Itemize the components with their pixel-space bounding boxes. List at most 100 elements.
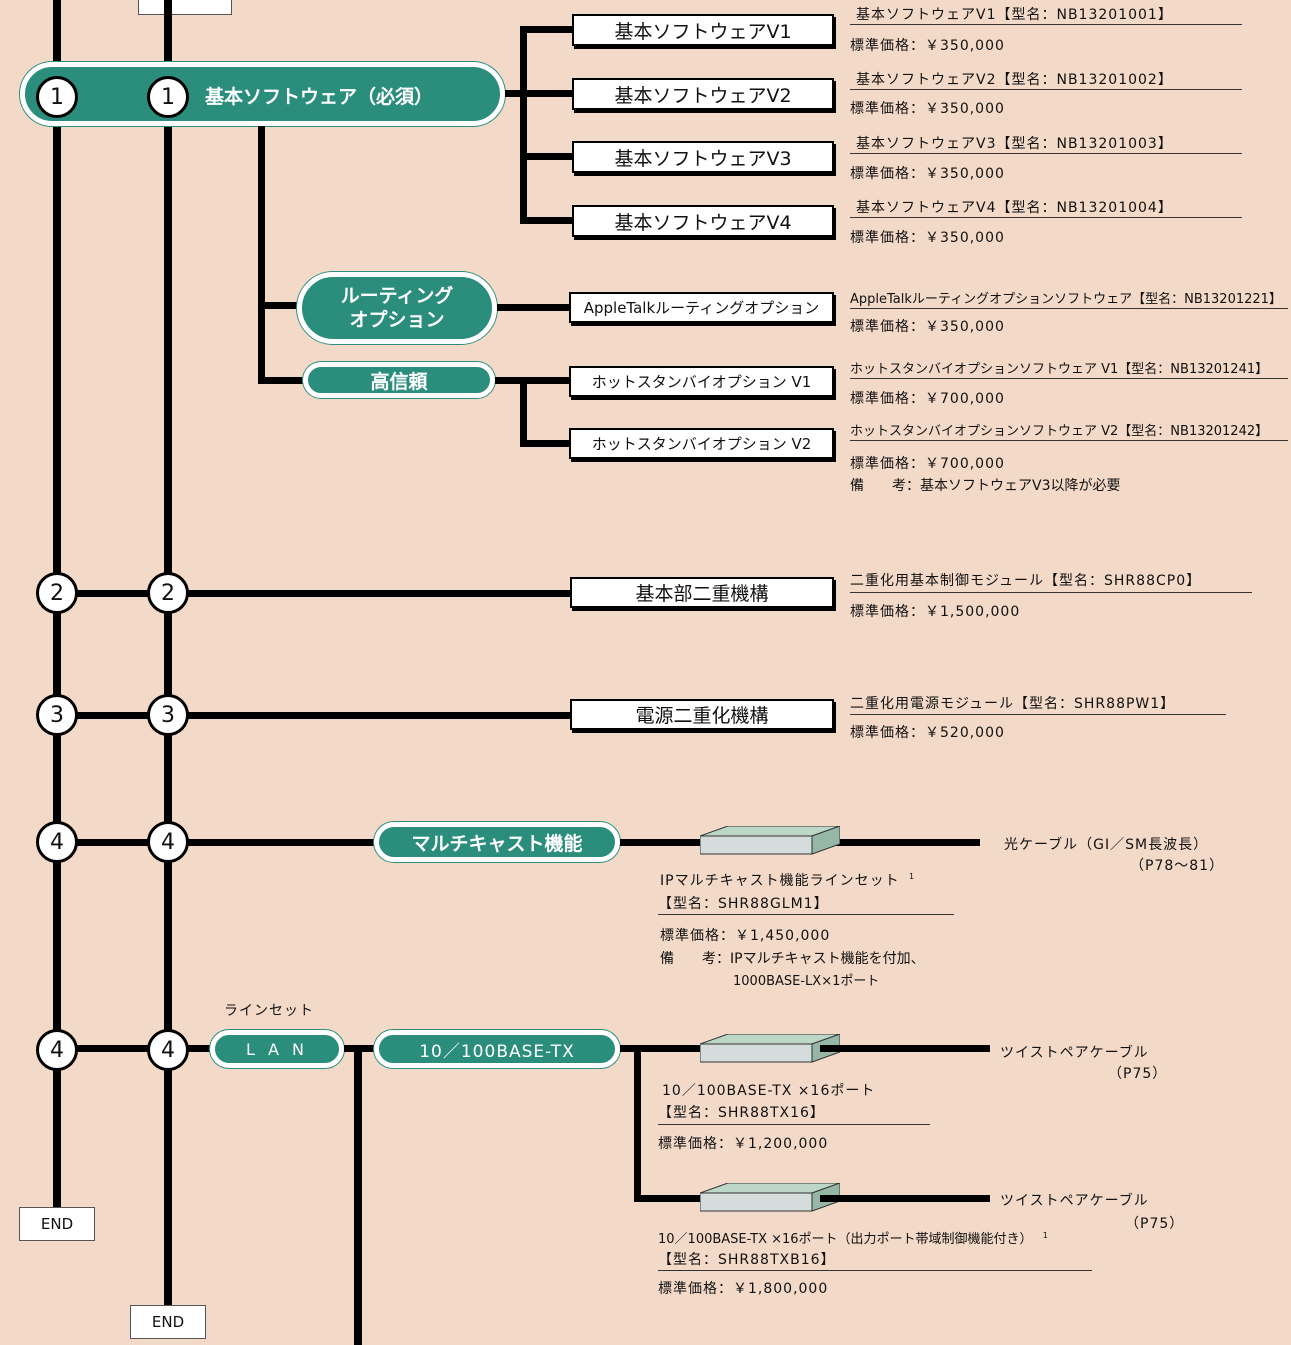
cable-twisted-2: ツイストペアケーブル xyxy=(1000,1193,1149,1209)
product-name-tx16: 10／100BASE-TX ×16ポート xyxy=(662,1083,876,1099)
connector xyxy=(520,90,572,97)
routing-option-pill: ルーティング オプション xyxy=(297,272,497,344)
line-card-module-icon xyxy=(700,826,840,855)
product-name-txb16: 10／100BASE-TX ×16ポート（出力ポート帯域制御機能付き） 1 xyxy=(658,1228,1048,1247)
product-model-tx16: 【型名：SHR88TX16】 xyxy=(658,1105,825,1121)
product-price-v4: 標準価格：￥350,000 xyxy=(850,230,1005,246)
connector xyxy=(820,839,980,846)
product-price-v2: 標準価格：￥350,000 xyxy=(850,101,1005,117)
box-duplex-base: 基本部二重機構 xyxy=(570,577,834,608)
circle-2-right: 2 xyxy=(147,572,189,614)
product-price-txb16: 標準価格：￥1,800,000 xyxy=(658,1281,829,1297)
product-name-multicast: IPマルチキャスト機能ラインセット 1 xyxy=(660,870,915,890)
connector xyxy=(520,153,572,160)
connector xyxy=(497,304,569,311)
product-price-v1: 標準価格：￥350,000 xyxy=(850,38,1005,54)
box-duplex-power: 電源二重化機構 xyxy=(570,699,834,730)
product-price-multicast: 標準価格：￥1,450,000 xyxy=(660,928,831,944)
cable-optical: 光ケーブル（GI／SM長波長） xyxy=(1004,837,1209,853)
product-name-v2: 基本ソフトウェアV2【型名：NB13201002】 xyxy=(856,72,1173,88)
cable-twisted-1: ツイストペアケーブル xyxy=(1000,1045,1149,1061)
product-note-multicast: 備 考：IPマルチキャスト機能を付加、 xyxy=(660,951,925,967)
product-note-hot-v2: 備 考：基本ソフトウェアV3以降が必要 xyxy=(850,478,1121,494)
product-price-tx16: 標準価格：￥1,200,000 xyxy=(658,1136,829,1152)
product-name-v1: 基本ソフトウェアV1【型名：NB13201001】 xyxy=(856,7,1173,23)
product-model-multicast: 【型名：SHR88GLM1】 xyxy=(658,896,829,912)
line-card-module-icon xyxy=(700,1034,840,1063)
product-name-hot-v1: ホットスタンバイオプションソフトウェア V1【型名：NB13201241】 xyxy=(850,362,1269,377)
underline xyxy=(658,1270,1092,1271)
box-appletalk: AppleTalkルーティングオプション xyxy=(569,292,834,323)
end-box-right: END xyxy=(130,1305,206,1339)
product-price-duplex-power: 標準価格：￥520,000 xyxy=(850,725,1005,741)
connector xyxy=(634,1045,641,1202)
device-fragment xyxy=(138,0,232,15)
circle-4b-right: 4 xyxy=(147,1029,189,1071)
line-set-label: ラインセット xyxy=(224,1003,314,1019)
trunk-line-right xyxy=(164,0,172,1305)
underline xyxy=(658,1124,930,1125)
connector xyxy=(344,1045,380,1052)
underline xyxy=(850,217,1242,218)
circle-1-left: 1 xyxy=(36,76,78,118)
product-name-v3: 基本ソフトウェアV3【型名：NB13201003】 xyxy=(856,136,1173,152)
product-price-hot-v2: 標準価格：￥700,000 xyxy=(850,456,1005,472)
connector xyxy=(520,217,572,224)
footnote-marker: 1 xyxy=(1042,1230,1048,1240)
txb16-name-text: 10／100BASE-TX ×16ポート（出力ポート帯域制御機能付き） xyxy=(658,1232,1033,1247)
circle-3-left: 3 xyxy=(36,694,78,736)
box-software-v1: 基本ソフトウェアV1 xyxy=(572,14,834,46)
connector xyxy=(60,1045,220,1052)
connector xyxy=(60,839,380,846)
lan-trunk-line xyxy=(354,1045,362,1345)
underline xyxy=(850,24,1242,25)
connector xyxy=(505,90,525,97)
connector xyxy=(60,590,570,597)
tx-pill: 10／100BASE-TX xyxy=(374,1030,620,1068)
connector xyxy=(520,26,527,224)
product-name-appletalk: AppleTalkルーティングオプションソフトウェア【型名：NB13201221… xyxy=(850,292,1282,307)
underline xyxy=(850,714,1226,715)
connector xyxy=(820,1195,990,1202)
footnote-marker: 1 xyxy=(909,872,916,882)
product-price-v3: 標準価格：￥350,000 xyxy=(850,166,1005,182)
connector xyxy=(495,377,570,384)
underline xyxy=(850,592,1252,593)
connector xyxy=(620,839,715,846)
circle-2-left: 2 xyxy=(36,572,78,614)
product-name-hot-v2: ホットスタンバイオプションソフトウェア V2【型名：NB13201242】 xyxy=(850,424,1269,439)
circle-1-right: 1 xyxy=(147,76,189,118)
underline xyxy=(850,89,1242,90)
box-software-v4: 基本ソフトウェアV4 xyxy=(572,205,834,237)
connector xyxy=(60,712,570,719)
product-name-v4: 基本ソフトウェアV4【型名：NB13201004】 xyxy=(856,200,1173,216)
underline xyxy=(658,914,954,915)
routing-label-line2: オプション xyxy=(349,309,445,331)
connector xyxy=(620,1045,715,1052)
circle-4-right: 4 xyxy=(147,821,189,863)
underline xyxy=(850,153,1242,154)
box-hot-standby-v1: ホットスタンバイオプション V1 xyxy=(569,366,834,397)
connector xyxy=(520,440,570,447)
underline xyxy=(850,440,1288,441)
connector xyxy=(258,302,303,309)
underline xyxy=(850,378,1288,379)
basic-software-band xyxy=(20,62,505,126)
cable-twisted-2-ref: （P75） xyxy=(1125,1216,1185,1232)
box-software-v3: 基本ソフトウェアV3 xyxy=(572,141,834,173)
box-hot-standby-v2: ホットスタンバイオプション V2 xyxy=(569,428,834,459)
connector xyxy=(520,377,527,447)
lan-pill: L A N xyxy=(210,1030,344,1068)
multicast-name-text: IPマルチキャスト機能ラインセット xyxy=(660,873,900,889)
product-price-appletalk: 標準価格：￥350,000 xyxy=(850,319,1005,335)
product-model-txb16: 【型名：SHR88TXB16】 xyxy=(658,1252,836,1268)
connector xyxy=(820,1045,990,1052)
circle-3-right: 3 xyxy=(147,694,189,736)
routing-label-line1: ルーティング xyxy=(340,285,454,307)
end-box-left: END xyxy=(19,1207,95,1241)
circle-4-left: 4 xyxy=(36,821,78,863)
box-software-v2: 基本ソフトウェアV2 xyxy=(572,78,834,110)
line-card-module-icon xyxy=(700,1183,840,1212)
basic-software-label: 基本ソフトウェア（必須） xyxy=(205,86,434,108)
product-name-duplex-base: 二重化用基本制御モジュール【型名：SHR88CP0】 xyxy=(850,573,1202,589)
